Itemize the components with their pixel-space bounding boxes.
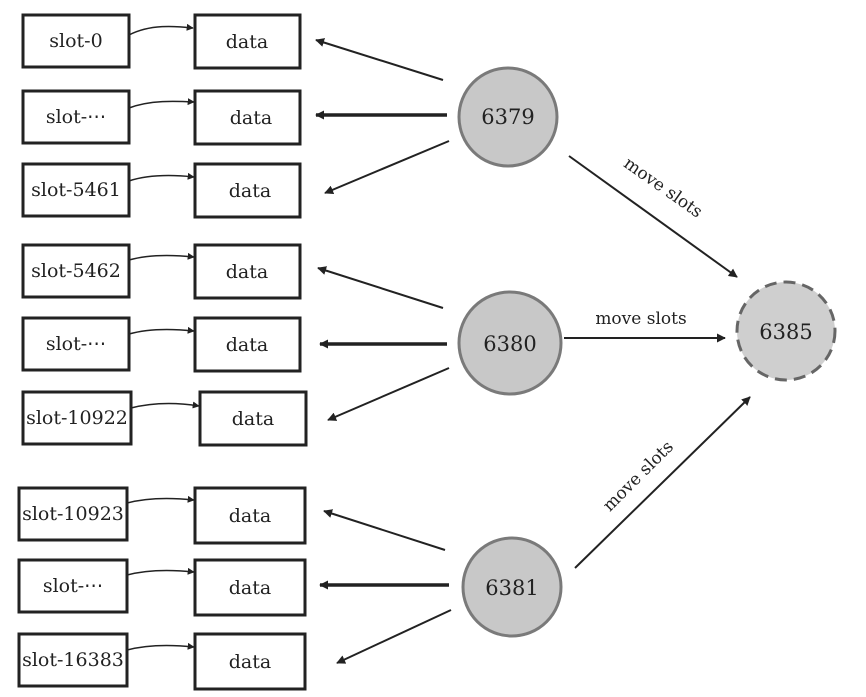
move-slots-label: move slots: [620, 154, 706, 223]
data-label: data: [229, 577, 271, 599]
target-node-circle: [735, 280, 837, 382]
move-slots-label: move slots: [595, 309, 686, 329]
slot-to-data-arrow: [130, 401, 200, 409]
node-to-data-arrow: [317, 266, 444, 309]
slot-box: [21, 316, 131, 372]
group-6380: slot-5462 data slot-⋯ data slot-10922 da…: [21, 243, 563, 447]
slot-to-data-arrow: [126, 567, 195, 576]
slot-label: slot-16383: [22, 649, 124, 671]
node-circle: [457, 66, 559, 168]
target-node-label: 6385: [759, 320, 812, 344]
slot-box: [21, 162, 131, 218]
slot-label: slot-5462: [31, 260, 121, 282]
node-label: 6381: [485, 576, 538, 600]
data-label: data: [229, 651, 271, 673]
slot-label: slot-⋯: [43, 575, 103, 597]
data-box: [193, 13, 302, 70]
move-slots-arrow: [574, 396, 751, 569]
slot-box: [17, 558, 129, 614]
slot-to-data-arrow: [128, 98, 195, 109]
slot-box: [21, 89, 131, 145]
node-to-data-arrow: [336, 609, 452, 664]
move-slots-arrow: [568, 155, 738, 278]
data-box: [193, 89, 302, 146]
data-label: data: [226, 31, 268, 53]
slot-to-data-arrow: [128, 252, 195, 261]
data-label: data: [226, 261, 268, 283]
data-box: [193, 486, 307, 545]
slot-label: slot-10923: [22, 503, 124, 525]
node-label: 6380: [483, 332, 536, 356]
data-box: [193, 558, 307, 617]
slot-box: [21, 243, 131, 299]
data-box: [198, 390, 308, 447]
slot-label: slot-0: [49, 30, 102, 52]
data-box: [193, 243, 302, 300]
slot-box: [21, 390, 133, 446]
data-label: data: [230, 107, 272, 129]
node-to-data-arrow: [324, 140, 450, 195]
slot-label: slot-10922: [26, 407, 128, 429]
data-box: [193, 162, 302, 219]
slot-to-data-arrow: [128, 172, 195, 182]
data-box: [193, 632, 307, 691]
group-6381: slot-10923 data slot-⋯ data slot-16383 d…: [17, 486, 563, 691]
slot-box: [21, 13, 131, 69]
slot-box: [17, 486, 129, 542]
slot-to-data-arrow: [128, 326, 195, 335]
node-circle: [461, 536, 563, 638]
data-label: data: [229, 505, 271, 527]
slot-to-data-arrow: [126, 642, 195, 651]
target-node: 6385: [735, 280, 837, 382]
slot-to-data-arrow: [126, 495, 195, 504]
node-circle: [457, 290, 563, 396]
data-label: data: [226, 334, 268, 356]
data-box: [193, 316, 302, 373]
slot-label: slot-⋯: [46, 333, 106, 355]
node-to-data-arrow: [327, 367, 450, 421]
slot-label: slot-5461: [31, 179, 121, 201]
node-to-data-arrow: [323, 509, 446, 551]
slot-label: slot-⋯: [46, 106, 106, 128]
data-label: data: [229, 180, 271, 202]
move-slots-label: move slots: [599, 437, 678, 516]
slot-to-data-arrow: [128, 23, 194, 36]
node-to-data-arrow: [315, 38, 444, 81]
node-label: 6379: [481, 105, 534, 129]
data-label: data: [232, 408, 274, 430]
slot-box: [17, 632, 129, 688]
group-6379: slot-0 data slot-⋯ data slot-5461 data 6…: [21, 13, 559, 219]
